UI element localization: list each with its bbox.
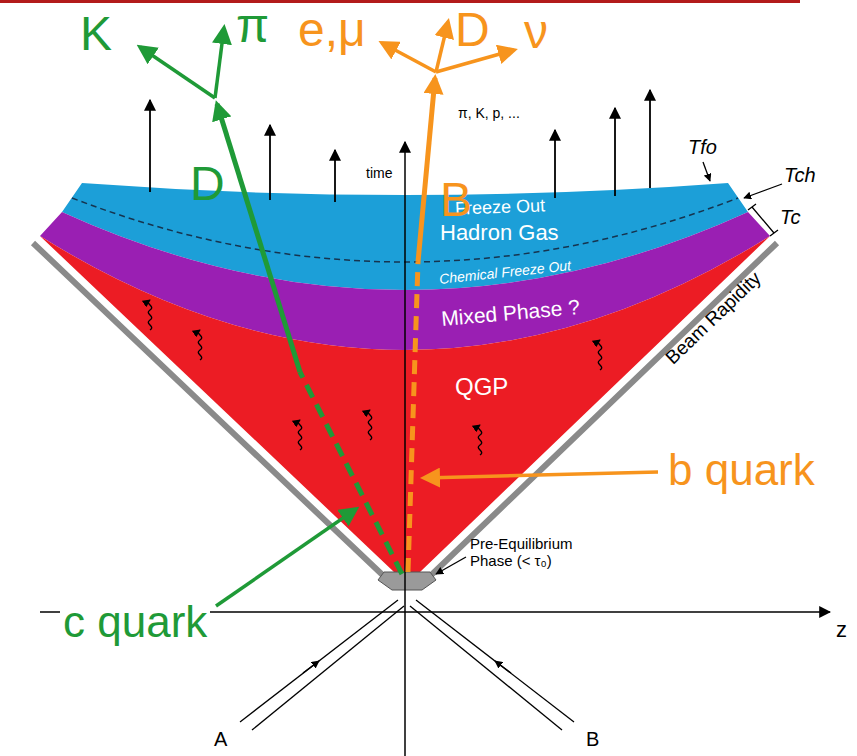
d-meson-track <box>217 104 300 372</box>
z-axis <box>40 611 830 613</box>
particle-label: e,μ <box>298 4 366 57</box>
pre-equilibrium-region <box>378 572 436 590</box>
neutrino-track <box>436 50 514 72</box>
particle-label: ν <box>524 6 548 59</box>
temperature-pointers <box>703 162 782 236</box>
time-axis <box>404 142 406 756</box>
particle-label: B <box>440 174 472 227</box>
particle-label: D <box>190 158 225 211</box>
header-bar <box>0 0 800 3</box>
temperature-label: Tch <box>784 164 816 186</box>
axis-label: time <box>366 166 392 181</box>
b-quark-track <box>408 262 418 572</box>
temperature-label: Tc <box>780 206 800 228</box>
particle-label: K <box>80 8 112 61</box>
phase-label: QGP <box>455 374 508 400</box>
particle-label: π <box>236 0 269 53</box>
quark-label: b quark <box>665 446 818 494</box>
beam-lines <box>240 600 574 730</box>
axis-label: z <box>836 618 847 642</box>
wavy-arrows <box>148 300 601 455</box>
beam-label: A <box>214 728 227 750</box>
hadron-list: π, K, p, ... <box>458 106 520 121</box>
leader-arrow <box>436 557 466 574</box>
c-quark-pointer <box>216 509 356 606</box>
particle-label: D <box>455 4 490 57</box>
b-quark-pointer <box>424 472 658 478</box>
lepton-track <box>382 43 436 72</box>
b-meson-track <box>418 78 435 262</box>
pion-track <box>215 28 224 98</box>
c-quark-track <box>300 372 402 574</box>
quark-label: c quark <box>60 598 210 646</box>
beam-label: B <box>586 728 599 750</box>
temperature-label: Tfo <box>688 136 717 158</box>
hadron-arrows <box>150 90 650 202</box>
kaon-track <box>140 47 215 98</box>
phase-callout: Pre-Equilibrium Phase (< τ₀) <box>470 536 592 569</box>
d-meson-track <box>436 22 448 72</box>
